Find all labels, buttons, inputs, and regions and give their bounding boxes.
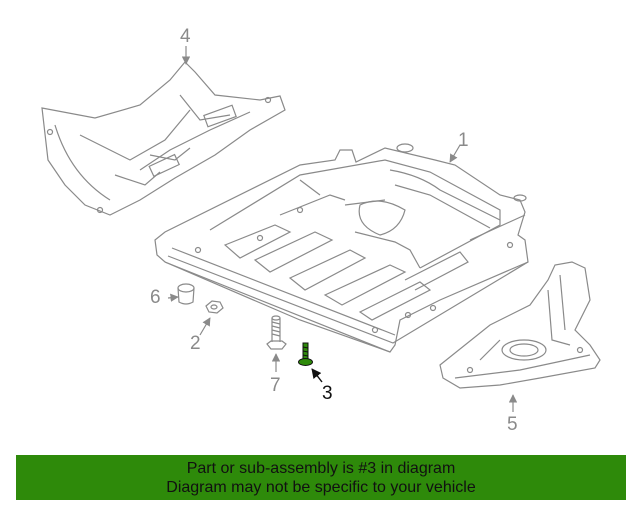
part-6-retainer	[177, 283, 195, 305]
part-3-screw	[298, 342, 313, 366]
part-1-lower-cover	[154, 143, 529, 353]
leader-lines	[167, 46, 518, 412]
callout-6: 6	[150, 287, 161, 308]
part-4-splash-shield-left	[41, 61, 286, 216]
banner-line-part: Part or sub-assembly is #3 in diagram	[186, 460, 456, 477]
callout-5: 5	[507, 414, 518, 435]
part-7-stud	[266, 315, 287, 350]
callout-4: 4	[180, 26, 191, 47]
info-banner: Part or sub-assembly is #3 in diagram Di…	[16, 455, 626, 500]
leader-line-3	[311, 368, 323, 383]
callout-2: 2	[190, 333, 201, 354]
parts-diagram	[41, 46, 601, 412]
part-5-splash-shield-right	[439, 261, 601, 389]
callout-7: 7	[270, 375, 281, 396]
callout-3: 3	[322, 383, 333, 404]
banner-line-disclaimer: Diagram may not be specific to your vehi…	[166, 479, 476, 496]
callout-1: 1	[458, 130, 469, 151]
part-2-nut	[205, 300, 224, 314]
